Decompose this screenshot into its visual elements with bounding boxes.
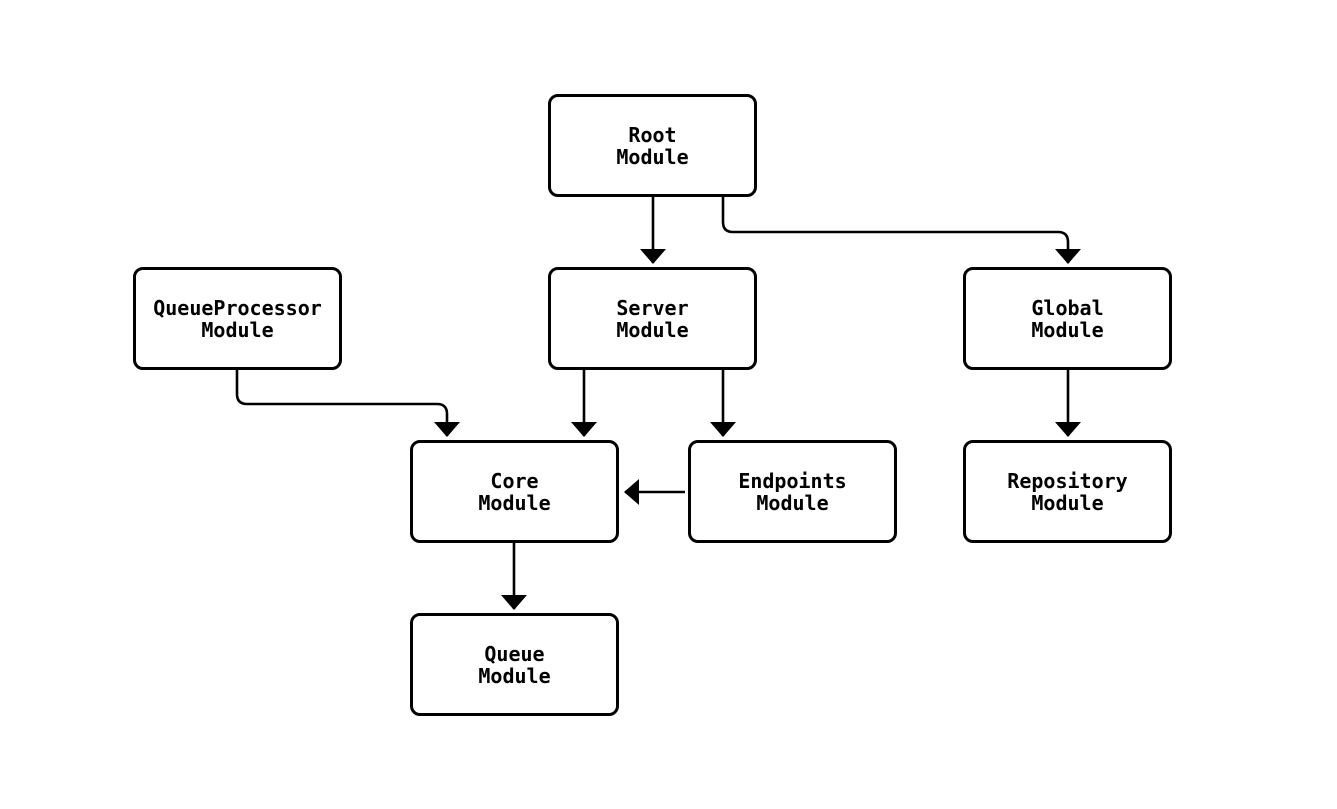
node-label-line: Repository	[1007, 468, 1128, 493]
node-label-line: Endpoints	[738, 468, 847, 493]
node-label-line: Module	[201, 317, 274, 342]
node-label-line: Module	[616, 317, 689, 342]
edge-root-to-global	[721, 197, 1081, 264]
node-label-line: Queue	[484, 641, 545, 666]
node-label-line: Server	[616, 295, 689, 320]
node-label-line: Module	[616, 144, 689, 169]
node-label-line: Module	[1031, 317, 1104, 342]
node-label-line: Module	[478, 663, 551, 688]
node-label-line: Core	[490, 468, 539, 493]
node-label-line: Module	[1031, 490, 1104, 515]
node-label-line: Global	[1031, 295, 1104, 320]
node-label-line: Module	[478, 490, 551, 515]
node-label-line: Module	[756, 490, 829, 515]
node-label-line: Root	[628, 122, 677, 147]
edge-queueprocessor-to-core	[235, 370, 460, 437]
node-label-line: QueueProcessor	[153, 295, 322, 320]
